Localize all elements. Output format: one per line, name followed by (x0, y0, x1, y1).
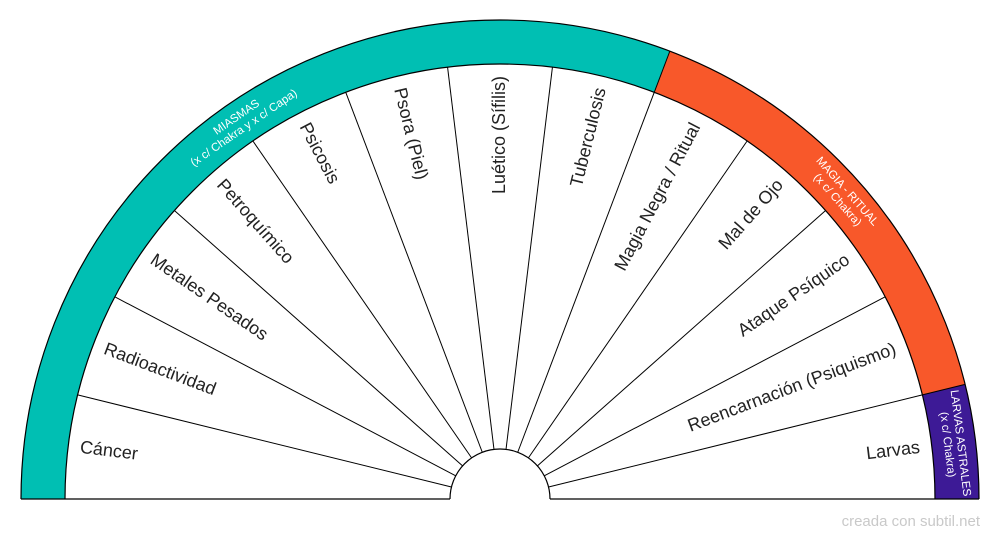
segment-wedges (65, 64, 935, 499)
outer-arc (20, 19, 980, 500)
segment-divider (548, 394, 923, 488)
segment-divider (527, 140, 748, 459)
segment-divider (114, 296, 456, 477)
segment-divider (505, 67, 553, 450)
segment-dividers (77, 67, 923, 488)
segment-divider (252, 140, 473, 459)
credit-text: creada con subtil.net (841, 513, 980, 530)
segment-divider (537, 210, 826, 467)
segment-divider (517, 92, 655, 453)
category-band (654, 51, 966, 395)
band-boundary (653, 50, 671, 93)
band-boundary (922, 383, 966, 396)
inner-area (65, 64, 935, 499)
segment-divider (544, 296, 886, 477)
segment-label: Luético (Sífilis) (489, 76, 509, 194)
band-inner-arc (64, 63, 936, 500)
segment-divider (345, 92, 483, 453)
category-band (922, 384, 979, 499)
segment-divider (174, 210, 463, 467)
segment-divider (77, 394, 452, 488)
hub-arc (449, 448, 551, 500)
chart-outlines (20, 19, 980, 500)
segment-divider (447, 67, 495, 450)
